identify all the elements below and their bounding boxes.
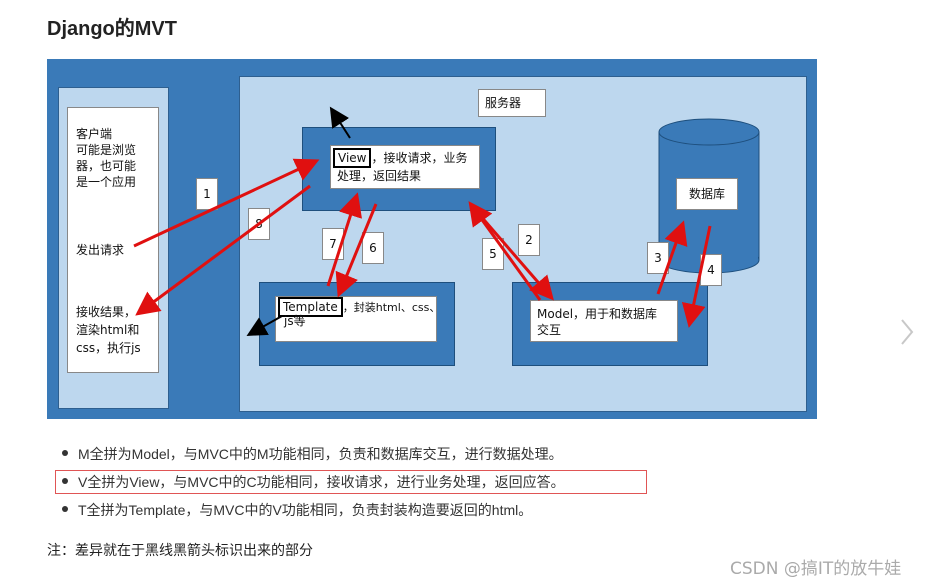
- view-text-2: 处理，返回结果: [337, 169, 422, 183]
- bullet-dot: [62, 478, 68, 484]
- arrow-4: [681, 225, 712, 328]
- black-arrow-view: [329, 106, 351, 139]
- chevron-right-icon[interactable]: [900, 318, 914, 346]
- client-line-4: 是一个应用: [76, 175, 137, 189]
- step-number-2: 2: [518, 224, 540, 256]
- step-number-3: 3: [647, 242, 669, 274]
- template-box: Template，封装html、css、 js等: [275, 296, 437, 342]
- model-line-2: 交互: [537, 323, 562, 337]
- arrow-2: [470, 205, 554, 301]
- view-text-1: ，接收请求，业务: [371, 151, 468, 165]
- bullet-dot: [62, 506, 68, 512]
- step-number-5: 5: [482, 238, 504, 270]
- view-bullet-highlight: [55, 470, 647, 494]
- arrow-3: [656, 220, 688, 295]
- model-line-1: Model，用于和数据库: [537, 307, 658, 321]
- client-receive-1: 接收结果，: [76, 305, 137, 319]
- model-box: Model，用于和数据库 交互: [530, 300, 678, 342]
- black-arrow-template: [246, 315, 283, 336]
- client-box: 客户端 可能是浏览 器，也可能 是一个应用 发出请求 接收结果， 渲染html和…: [67, 107, 159, 373]
- watermark: CSDN @搞IT的放牛娃: [730, 559, 902, 579]
- template-text-2: js等: [284, 314, 306, 328]
- page-title: Django的MVT: [47, 18, 177, 40]
- client-receive-2: 渲染html和: [76, 323, 140, 337]
- template-text-1: ，封装html、css、: [342, 301, 437, 314]
- step-number-1: 1: [196, 178, 218, 210]
- note-text: 注：差异就在于黑线黑箭头标识出来的部分: [47, 542, 313, 558]
- arrow-7: [326, 192, 362, 287]
- arrow-6: [335, 203, 378, 298]
- step-number-6: 6: [362, 232, 384, 264]
- client-line-2: 可能是浏览: [76, 143, 137, 157]
- view-box: View，接收请求，业务 处理，返回结果: [330, 145, 480, 189]
- arrow-8: [135, 184, 311, 316]
- arrow-5: [468, 201, 542, 301]
- client-receive-3: css，执行js: [76, 341, 141, 355]
- client-line-3: 器，也可能: [76, 159, 137, 173]
- database-label: 数据库: [676, 178, 738, 210]
- bullet-dot: [62, 450, 68, 456]
- server-label: 服务器: [478, 89, 546, 117]
- template-keyword: Template: [278, 297, 343, 317]
- client-send-request: 发出请求: [76, 243, 125, 257]
- arrow-1: [133, 158, 320, 248]
- client-line-1: 客户端: [76, 127, 113, 141]
- view-keyword: View: [333, 148, 372, 168]
